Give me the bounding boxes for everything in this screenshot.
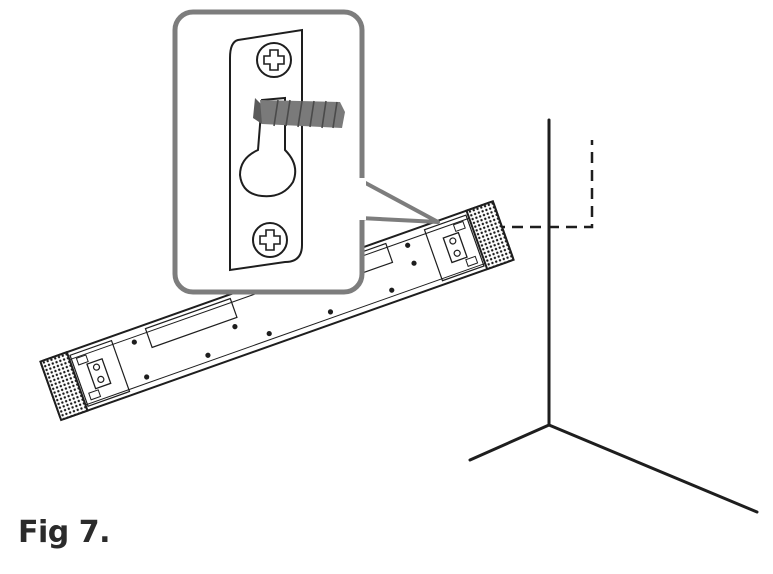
figure-caption: Fig 7.	[18, 515, 110, 550]
wall-corner	[468, 118, 759, 514]
wall-screw-icon	[253, 98, 345, 129]
right-keyhole-bracket	[442, 220, 479, 267]
phillips-screw-bottom-icon	[252, 222, 288, 258]
phillips-screw-top-icon	[256, 42, 292, 78]
soundbar	[39, 200, 515, 422]
detail-callout	[172, 9, 366, 295]
left-keyhole-bracket	[75, 354, 112, 401]
alignment-dashed-line	[440, 140, 594, 229]
left-speaker-grille	[39, 350, 89, 422]
right-speaker-grille	[465, 200, 515, 271]
callout-pointer	[358, 178, 440, 224]
